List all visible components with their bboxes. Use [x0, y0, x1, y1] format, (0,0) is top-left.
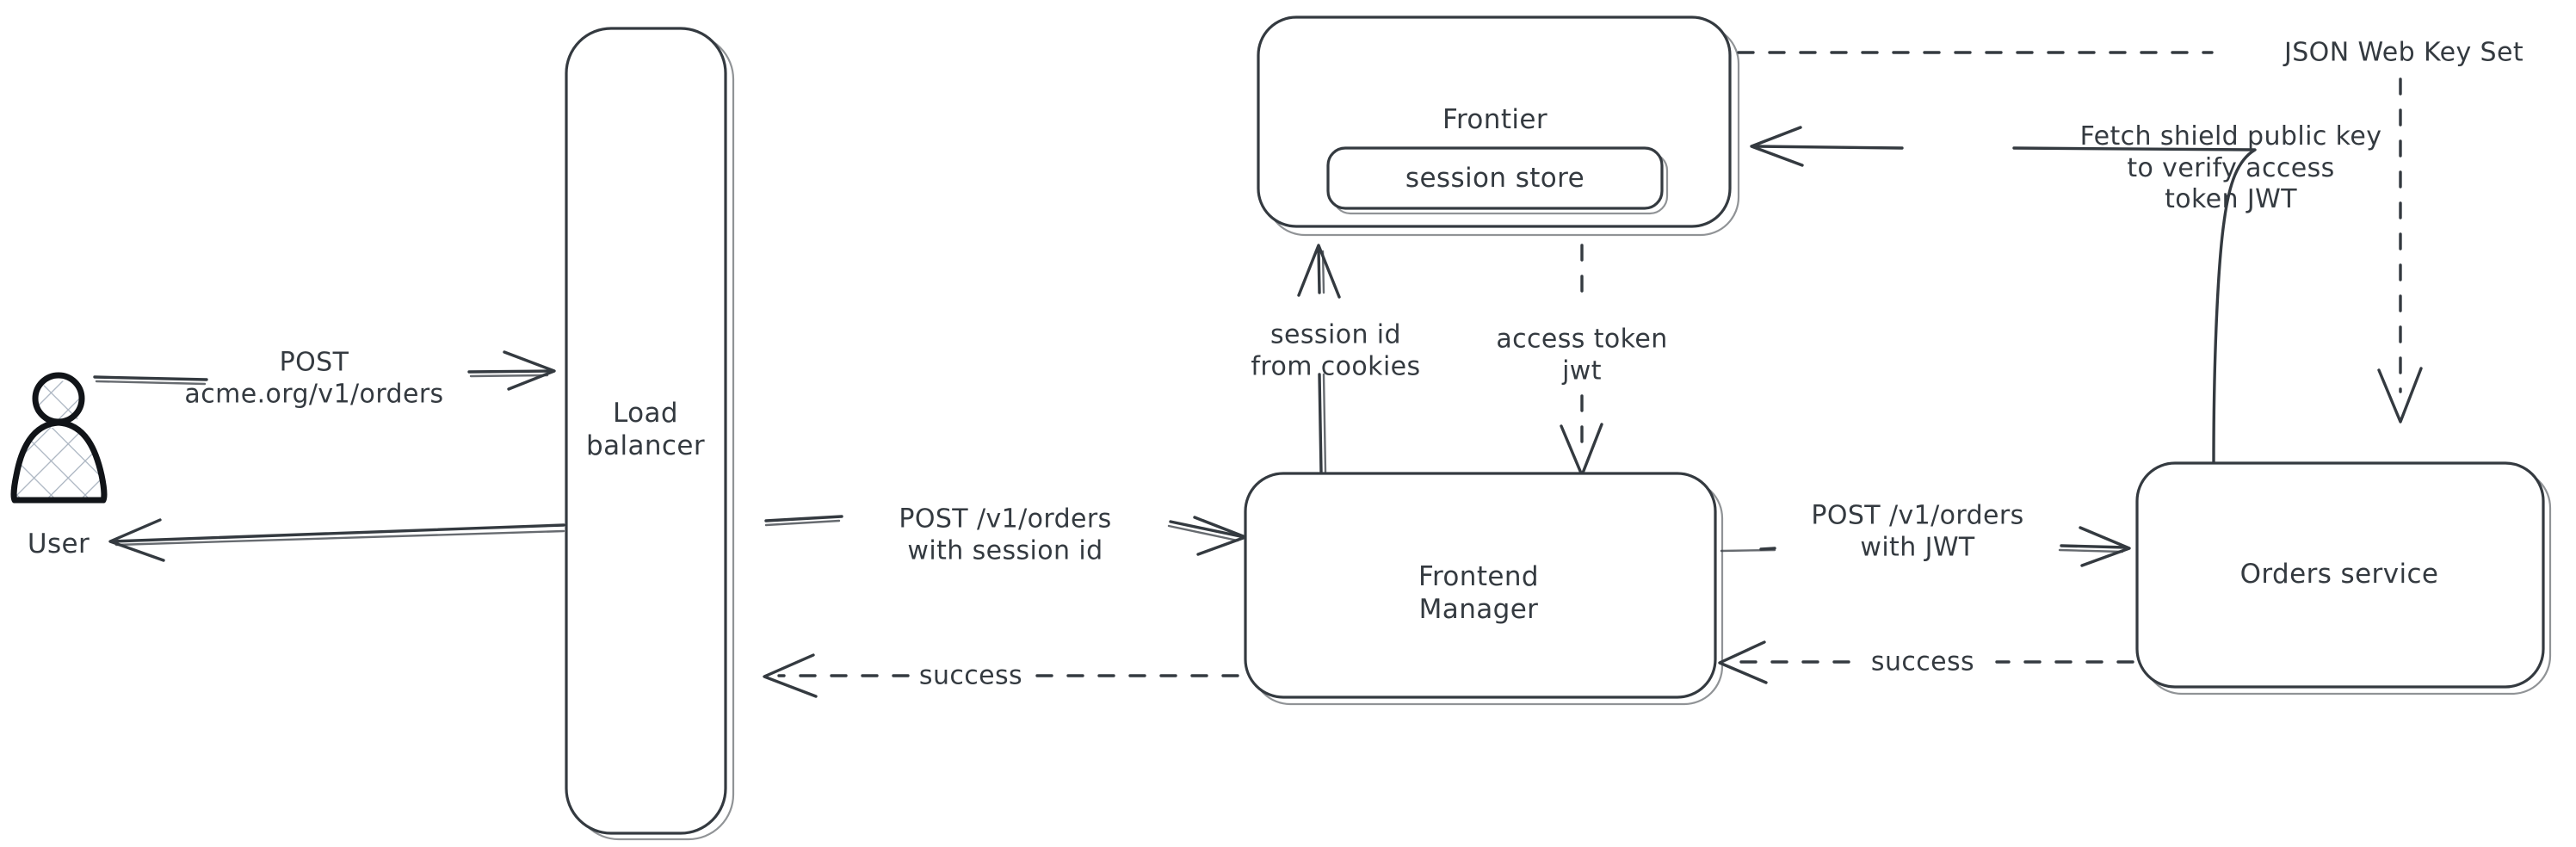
node-orders-service[interactable] [2135, 461, 2552, 696]
edge-user-to-load-balancer [93, 350, 556, 391]
edge-lb-to-frontend-manager [764, 515, 1247, 556]
edge-orders-to-frontier-fetch-key [1750, 126, 2257, 464]
node-frontend-manager[interactable] [1244, 472, 1724, 706]
edge-fm-to-frontier-session-id [1297, 244, 1341, 473]
edge-orders-service-to-fm [1718, 640, 2134, 684]
edge-frontend-manager-to-lb [763, 653, 1239, 698]
edge-frontier-to-fm-access-token [1560, 244, 1603, 477]
user-person-icon [10, 372, 108, 504]
node-load-balancer[interactable] [565, 27, 735, 841]
edge-frontier-to-orders-jwks [1737, 51, 2423, 424]
edge-load-balancer-to-user [108, 518, 565, 562]
edge-fm-to-orders-service [1720, 526, 2131, 567]
node-session-store[interactable] [1326, 146, 1669, 215]
